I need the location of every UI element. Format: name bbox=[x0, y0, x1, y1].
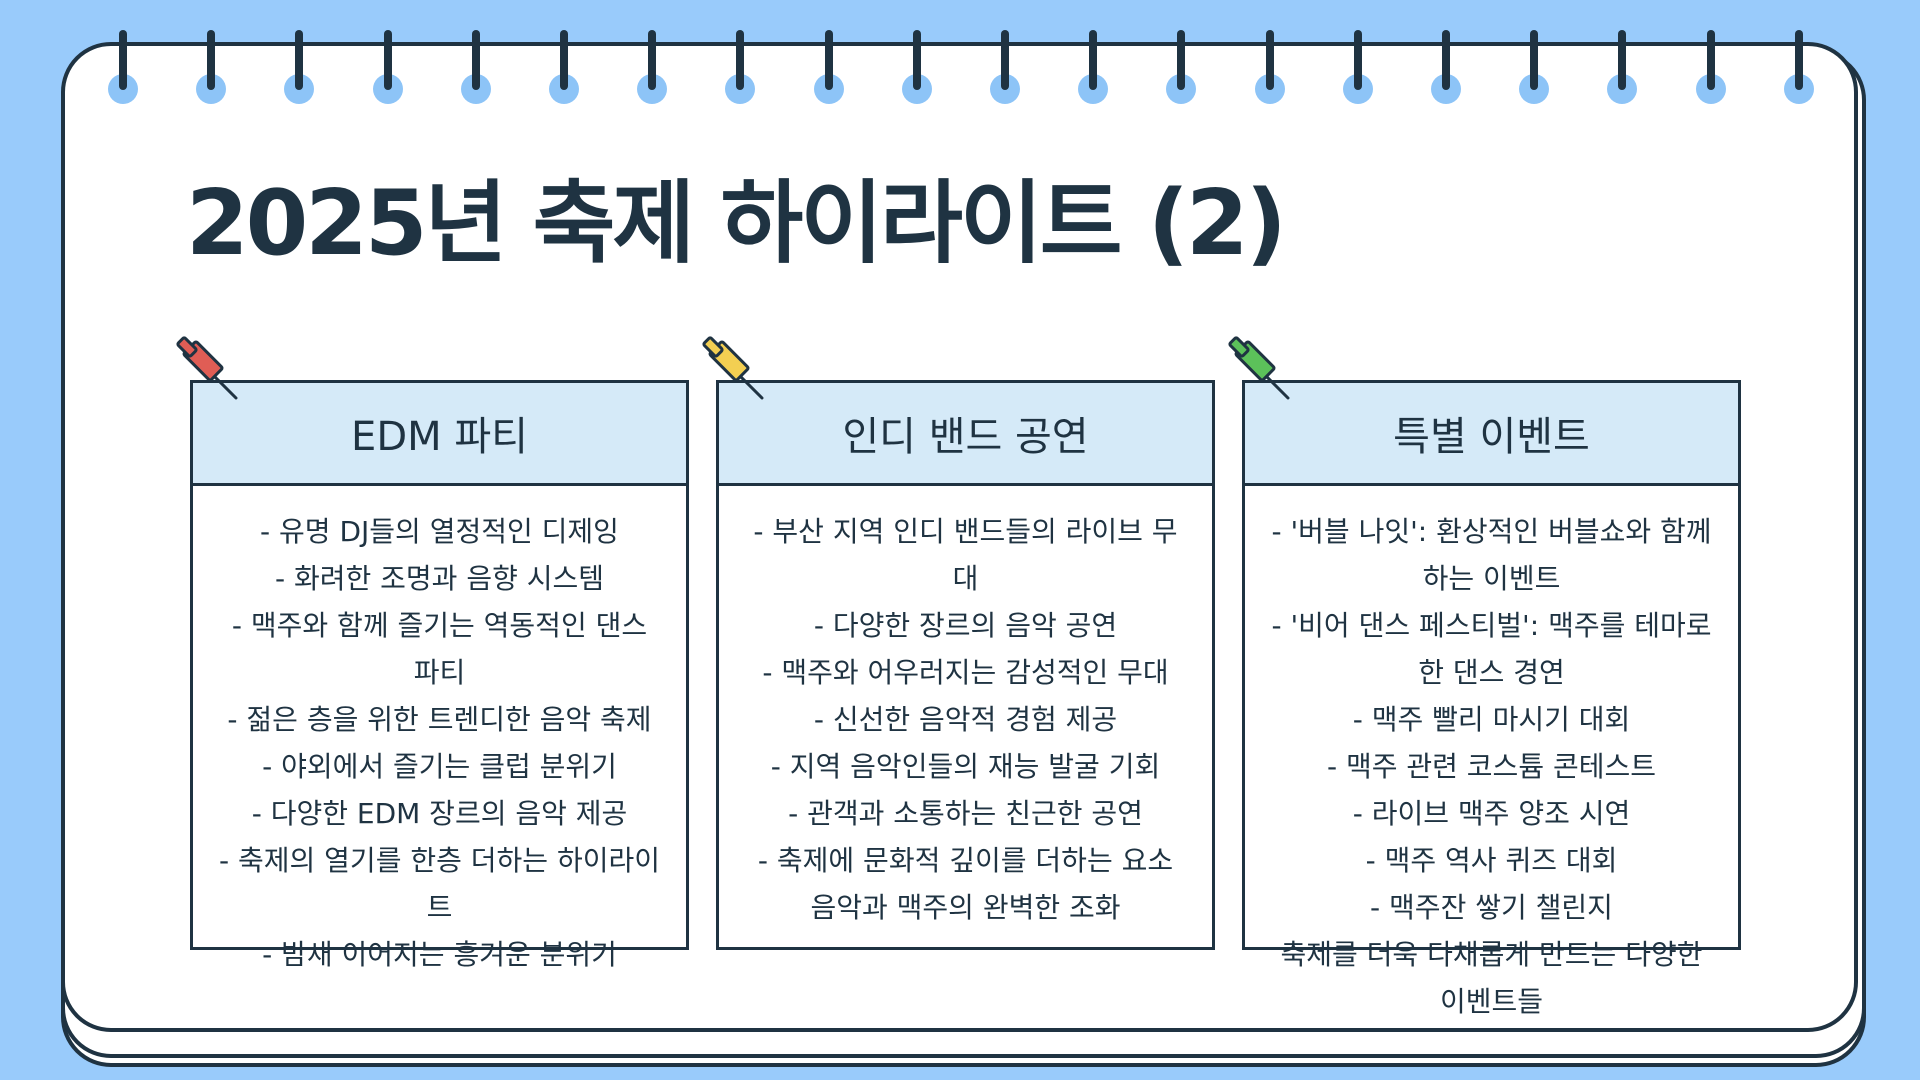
card-indie-band: 인디 밴드 공연 - 부산 지역 인디 밴드들의 라이브 무대 - 다양한 장르… bbox=[716, 380, 1215, 950]
card-heading: 특별 이벤트 bbox=[1245, 383, 1738, 486]
list-item: - 신선한 음악적 경험 제공 bbox=[813, 703, 1118, 736]
binding-ring bbox=[1255, 14, 1285, 104]
binding-ring bbox=[902, 14, 932, 104]
binding-ring bbox=[1343, 14, 1373, 104]
binding-wire bbox=[1089, 30, 1097, 90]
binding-wire bbox=[913, 30, 921, 90]
binding-wire bbox=[472, 30, 480, 90]
binding-ring bbox=[1607, 14, 1637, 104]
binding-ring bbox=[1519, 14, 1549, 104]
binding-ring bbox=[637, 14, 667, 104]
card-heading: 인디 밴드 공연 bbox=[719, 383, 1212, 486]
list-item: - '버블 나잇': 환상적인 버블쇼와 함께하는 이벤트 bbox=[1271, 515, 1712, 595]
binding-ring bbox=[108, 14, 138, 104]
binding-wire bbox=[1354, 30, 1362, 90]
list-item: - 다양한 EDM 장르의 음악 제공 bbox=[251, 797, 628, 830]
binding-wire bbox=[1530, 30, 1538, 90]
slide-title: 2025년 축제 하이라이트 (2) bbox=[186, 171, 1287, 276]
binding-wire bbox=[825, 30, 833, 90]
list-item: - 다양한 장르의 음악 공연 bbox=[813, 609, 1118, 642]
binding-wire bbox=[119, 30, 127, 90]
list-item: - 지역 음악인들의 재능 발굴 기회 bbox=[770, 750, 1161, 783]
list-item: - 밤새 이어지는 흥겨운 분위기 bbox=[262, 938, 617, 971]
list-item: - 관객과 소통하는 친근한 공연 bbox=[788, 797, 1143, 830]
green-pushpin-icon bbox=[1228, 336, 1290, 400]
list-item: - 맥주 역사 퀴즈 대회 bbox=[1365, 844, 1618, 877]
binding-wire bbox=[207, 30, 215, 90]
list-item: - '비어 댄스 페스티벌': 맥주를 테마로 한 댄스 경연 bbox=[1271, 609, 1712, 689]
binding-wire bbox=[1177, 30, 1185, 90]
list-item: - 맥주와 어우러지는 감성적인 무대 bbox=[762, 656, 1169, 689]
binding-ring bbox=[373, 14, 403, 104]
binding-wire bbox=[1707, 30, 1715, 90]
list-item: - 유명 DJ들의 열정적인 디제잉 bbox=[260, 515, 619, 548]
list-item: 축제를 더욱 다채롭게 만드는 다양한 이벤트들 bbox=[1280, 938, 1703, 1018]
binding-wire bbox=[560, 30, 568, 90]
binding-ring bbox=[1166, 14, 1196, 104]
binding-wire bbox=[384, 30, 392, 90]
binding-ring bbox=[814, 14, 844, 104]
card-heading: EDM 파티 bbox=[193, 383, 686, 486]
binding-ring bbox=[1696, 14, 1726, 104]
binding-ring bbox=[725, 14, 755, 104]
list-item: - 축제의 열기를 한층 더하는 하이라이트 bbox=[218, 844, 660, 924]
list-item: - 맥주 빨리 마시기 대회 bbox=[1352, 703, 1631, 736]
binding-ring bbox=[196, 14, 226, 104]
binding-wire bbox=[1795, 30, 1803, 90]
list-item: - 야외에서 즐기는 클럽 분위기 bbox=[262, 750, 617, 783]
list-item: - 부산 지역 인디 밴드들의 라이브 무대 bbox=[753, 515, 1178, 595]
list-item: 음악과 맥주의 완벽한 조화 bbox=[810, 891, 1121, 924]
card-body: - '버블 나잇': 환상적인 버블쇼와 함께하는 이벤트 - '비어 댄스 페… bbox=[1245, 486, 1738, 1025]
list-item: - 라이브 맥주 양조 시연 bbox=[1352, 797, 1631, 830]
list-item: - 맥주와 함께 즐기는 역동적인 댄스 파티 bbox=[231, 609, 648, 689]
spiral-binding bbox=[0, 0, 1920, 104]
binding-ring bbox=[549, 14, 579, 104]
binding-ring bbox=[461, 14, 491, 104]
binding-wire bbox=[1618, 30, 1626, 90]
binding-wire bbox=[295, 30, 303, 90]
list-item: - 젊은 층을 위한 트렌디한 음악 축제 bbox=[227, 703, 652, 736]
binding-wire bbox=[1442, 30, 1450, 90]
yellow-pushpin-icon bbox=[702, 336, 764, 400]
binding-ring bbox=[1078, 14, 1108, 104]
binding-wire bbox=[736, 30, 744, 90]
list-item: - 맥주잔 쌓기 챌린지 bbox=[1370, 891, 1613, 924]
binding-ring bbox=[990, 14, 1020, 104]
notebook-page bbox=[61, 42, 1858, 1032]
list-item: - 축제에 문화적 깊이를 더하는 요소 bbox=[757, 844, 1174, 877]
binding-ring bbox=[1431, 14, 1461, 104]
list-item: - 맥주 관련 코스튬 콘테스트 bbox=[1326, 750, 1657, 783]
card-special-event: 특별 이벤트 - '버블 나잇': 환상적인 버블쇼와 함께하는 이벤트 - '… bbox=[1242, 380, 1741, 1018]
card-body: - 부산 지역 인디 밴드들의 라이브 무대 - 다양한 장르의 음악 공연 -… bbox=[719, 486, 1212, 931]
binding-ring bbox=[1784, 14, 1814, 104]
card-edm-party: EDM 파티 - 유명 DJ들의 열정적인 디제잉 - 화려한 조명과 음향 시… bbox=[190, 380, 689, 971]
list-item: - 화려한 조명과 음향 시스템 bbox=[274, 562, 605, 595]
red-pushpin-icon bbox=[176, 336, 238, 400]
card-body: - 유명 DJ들의 열정적인 디제잉 - 화려한 조명과 음향 시스템 - 맥주… bbox=[193, 486, 686, 978]
binding-wire bbox=[1001, 30, 1009, 90]
binding-wire bbox=[648, 30, 656, 90]
binding-ring bbox=[284, 14, 314, 104]
binding-wire bbox=[1266, 30, 1274, 90]
